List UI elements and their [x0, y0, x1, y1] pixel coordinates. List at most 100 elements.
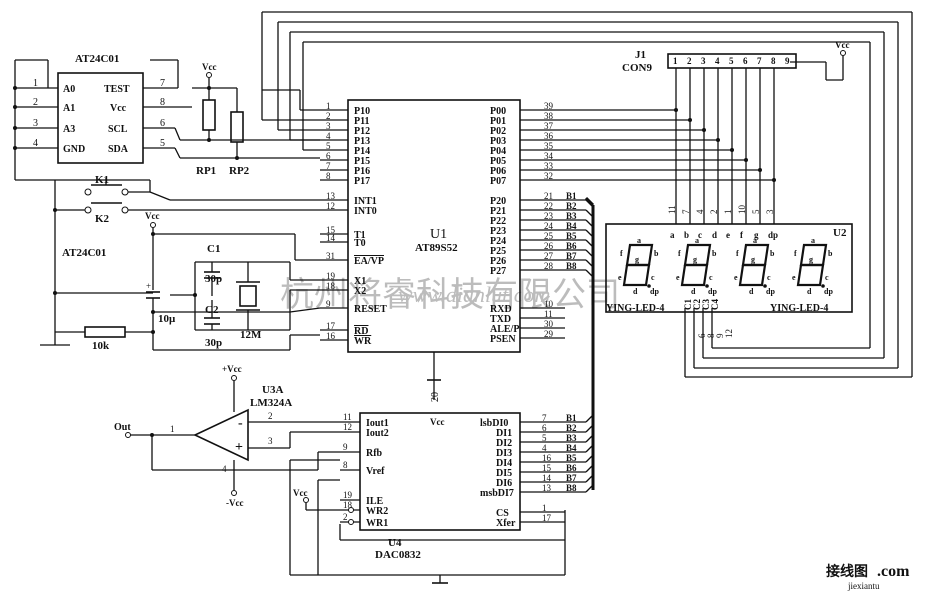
dac-pin-name: DI3 — [496, 448, 512, 459]
corner-logo: 接线图 .com jiexiantu — [826, 563, 910, 591]
display-ref: U2 — [833, 227, 847, 239]
eeprom-pin-name: A1 — [63, 103, 75, 114]
mcu-pin-name: ALE/P — [490, 324, 519, 335]
opamp-u3a: U3A LM324A +Vcc - + -Vcc 4 1 Out 2 3 — [114, 364, 340, 508]
dac-pin-num: 15 — [542, 463, 552, 473]
dac-pin-name: ILE — [366, 496, 384, 507]
opamp-triangle — [193, 408, 249, 462]
dac-pin-name: WR1 — [366, 518, 388, 529]
opamp-pin2: 2 — [268, 411, 273, 421]
opamp-part: LM324A — [250, 397, 292, 409]
mcu-pin-name: P25 — [490, 246, 506, 257]
dac-pin-name: WR2 — [366, 506, 388, 517]
c2-value: 30p — [205, 337, 222, 349]
digit-pin-label: C3 — [701, 299, 711, 310]
digit-pin-num: 9 — [715, 333, 725, 338]
mcu-pin-name: TXD — [490, 314, 511, 325]
corner-logo-url: jiexiantu — [847, 581, 880, 591]
dac-pin-name: DI2 — [496, 438, 512, 449]
segment-letter: b — [770, 249, 775, 258]
mcu-pin-name: X2 — [354, 286, 366, 297]
crystal-label: 12M — [240, 329, 262, 341]
display-pin-num: 5 — [751, 209, 761, 214]
bus-label: B4 — [566, 443, 577, 453]
mcu-pin-num: 26 — [544, 241, 554, 251]
junction-dot — [716, 138, 720, 142]
dac-pin-num: 4 — [542, 443, 547, 453]
crystal-body — [239, 285, 257, 307]
mcu-pin-name: P03 — [490, 136, 506, 147]
j1-pin-num: 9 — [785, 56, 790, 66]
digit-pin-num: 8 — [706, 333, 716, 338]
pin-bubble — [348, 507, 354, 513]
mcu-pin-name: X1 — [354, 276, 366, 287]
segment-letter: b — [684, 230, 689, 240]
vcc-label: Vcc — [202, 62, 217, 72]
segment-letter: a — [811, 236, 815, 245]
dac-pin-num: 17 — [542, 513, 552, 523]
segment-letter: g — [635, 255, 639, 264]
mcu-pin-name: P12 — [354, 126, 370, 137]
dac-pin-num: 9 — [343, 442, 348, 452]
display-label-left: YING-LED-4 — [606, 303, 664, 314]
dp-dot — [647, 284, 651, 288]
j1-pin-num: 5 — [729, 56, 734, 66]
segment-letter: b — [712, 249, 717, 258]
dac-pin-name: Vref — [366, 466, 385, 477]
mcu-pin-num: 17 — [326, 321, 336, 331]
rp2-label: RP2 — [229, 165, 250, 177]
dac-pin-num: 12 — [343, 422, 352, 432]
eeprom-pin-num: 8 — [160, 97, 165, 108]
dac-pin-name: Rfb — [366, 448, 383, 459]
segment-letter: e — [792, 273, 796, 282]
mcu-pin-name: P13 — [354, 136, 370, 147]
mcu-pin-name: T1 — [354, 230, 366, 241]
mcu-pin-num: 37 — [544, 121, 554, 131]
junction-dot — [730, 148, 734, 152]
mcu-pin-name: RESET — [354, 304, 387, 315]
opamp-vpos: +Vcc — [222, 364, 242, 374]
opamp-pin3: 3 — [268, 436, 273, 446]
dac-pin-name: Xfer — [496, 518, 516, 529]
dac-pin-num: 14 — [542, 473, 552, 483]
corner-logo-text: 接线图 — [826, 563, 868, 580]
mcu-pin-name: P02 — [490, 126, 506, 137]
junction-dot — [758, 168, 762, 172]
segment-letter: d — [691, 287, 696, 296]
eeprom-pin-num: 4 — [33, 138, 38, 149]
mcu-pin-num: 25 — [544, 231, 554, 241]
mcu-pin-num: 18 — [326, 281, 336, 291]
mcu-pin-name: P05 — [490, 156, 506, 167]
dp-dot — [821, 284, 825, 288]
mcu-pin-num: 4 — [326, 131, 331, 141]
j1-pin-num: 4 — [715, 56, 720, 66]
mcu-pin-num: 24 — [544, 221, 554, 231]
eeprom-pin-name: A0 — [63, 84, 75, 95]
segment-letter: a — [637, 236, 641, 245]
segment-letter: a — [695, 236, 699, 245]
mcu-pin-num: 14 — [326, 233, 336, 243]
mcu-pin-name: P17 — [354, 176, 370, 187]
display-pin-num: 3 — [765, 209, 775, 214]
k1-label: K1 — [95, 174, 109, 186]
eeprom-pin-name: TEST — [104, 84, 130, 95]
opamp-pin4: 4 — [222, 464, 227, 474]
segment-letter: e — [734, 273, 738, 282]
opamp-minus: - — [238, 416, 243, 431]
eeprom-pin-name: GND — [63, 144, 85, 155]
mcu-pin-num: 3 — [326, 121, 331, 131]
data-bus — [584, 196, 595, 490]
mcu-pin-num: 34 — [544, 151, 554, 161]
bus-label: B7 — [566, 473, 577, 483]
segment-letter: e — [618, 273, 622, 282]
mcu-pin-num: 15 — [326, 225, 336, 235]
mcu-pin-num: 10 — [544, 299, 554, 309]
dac-pin-name: CS — [496, 508, 509, 519]
mcu-pin-num: 28 — [544, 261, 554, 271]
bus-label: B1 — [566, 191, 577, 201]
dac-pin-num: 5 — [542, 433, 547, 443]
